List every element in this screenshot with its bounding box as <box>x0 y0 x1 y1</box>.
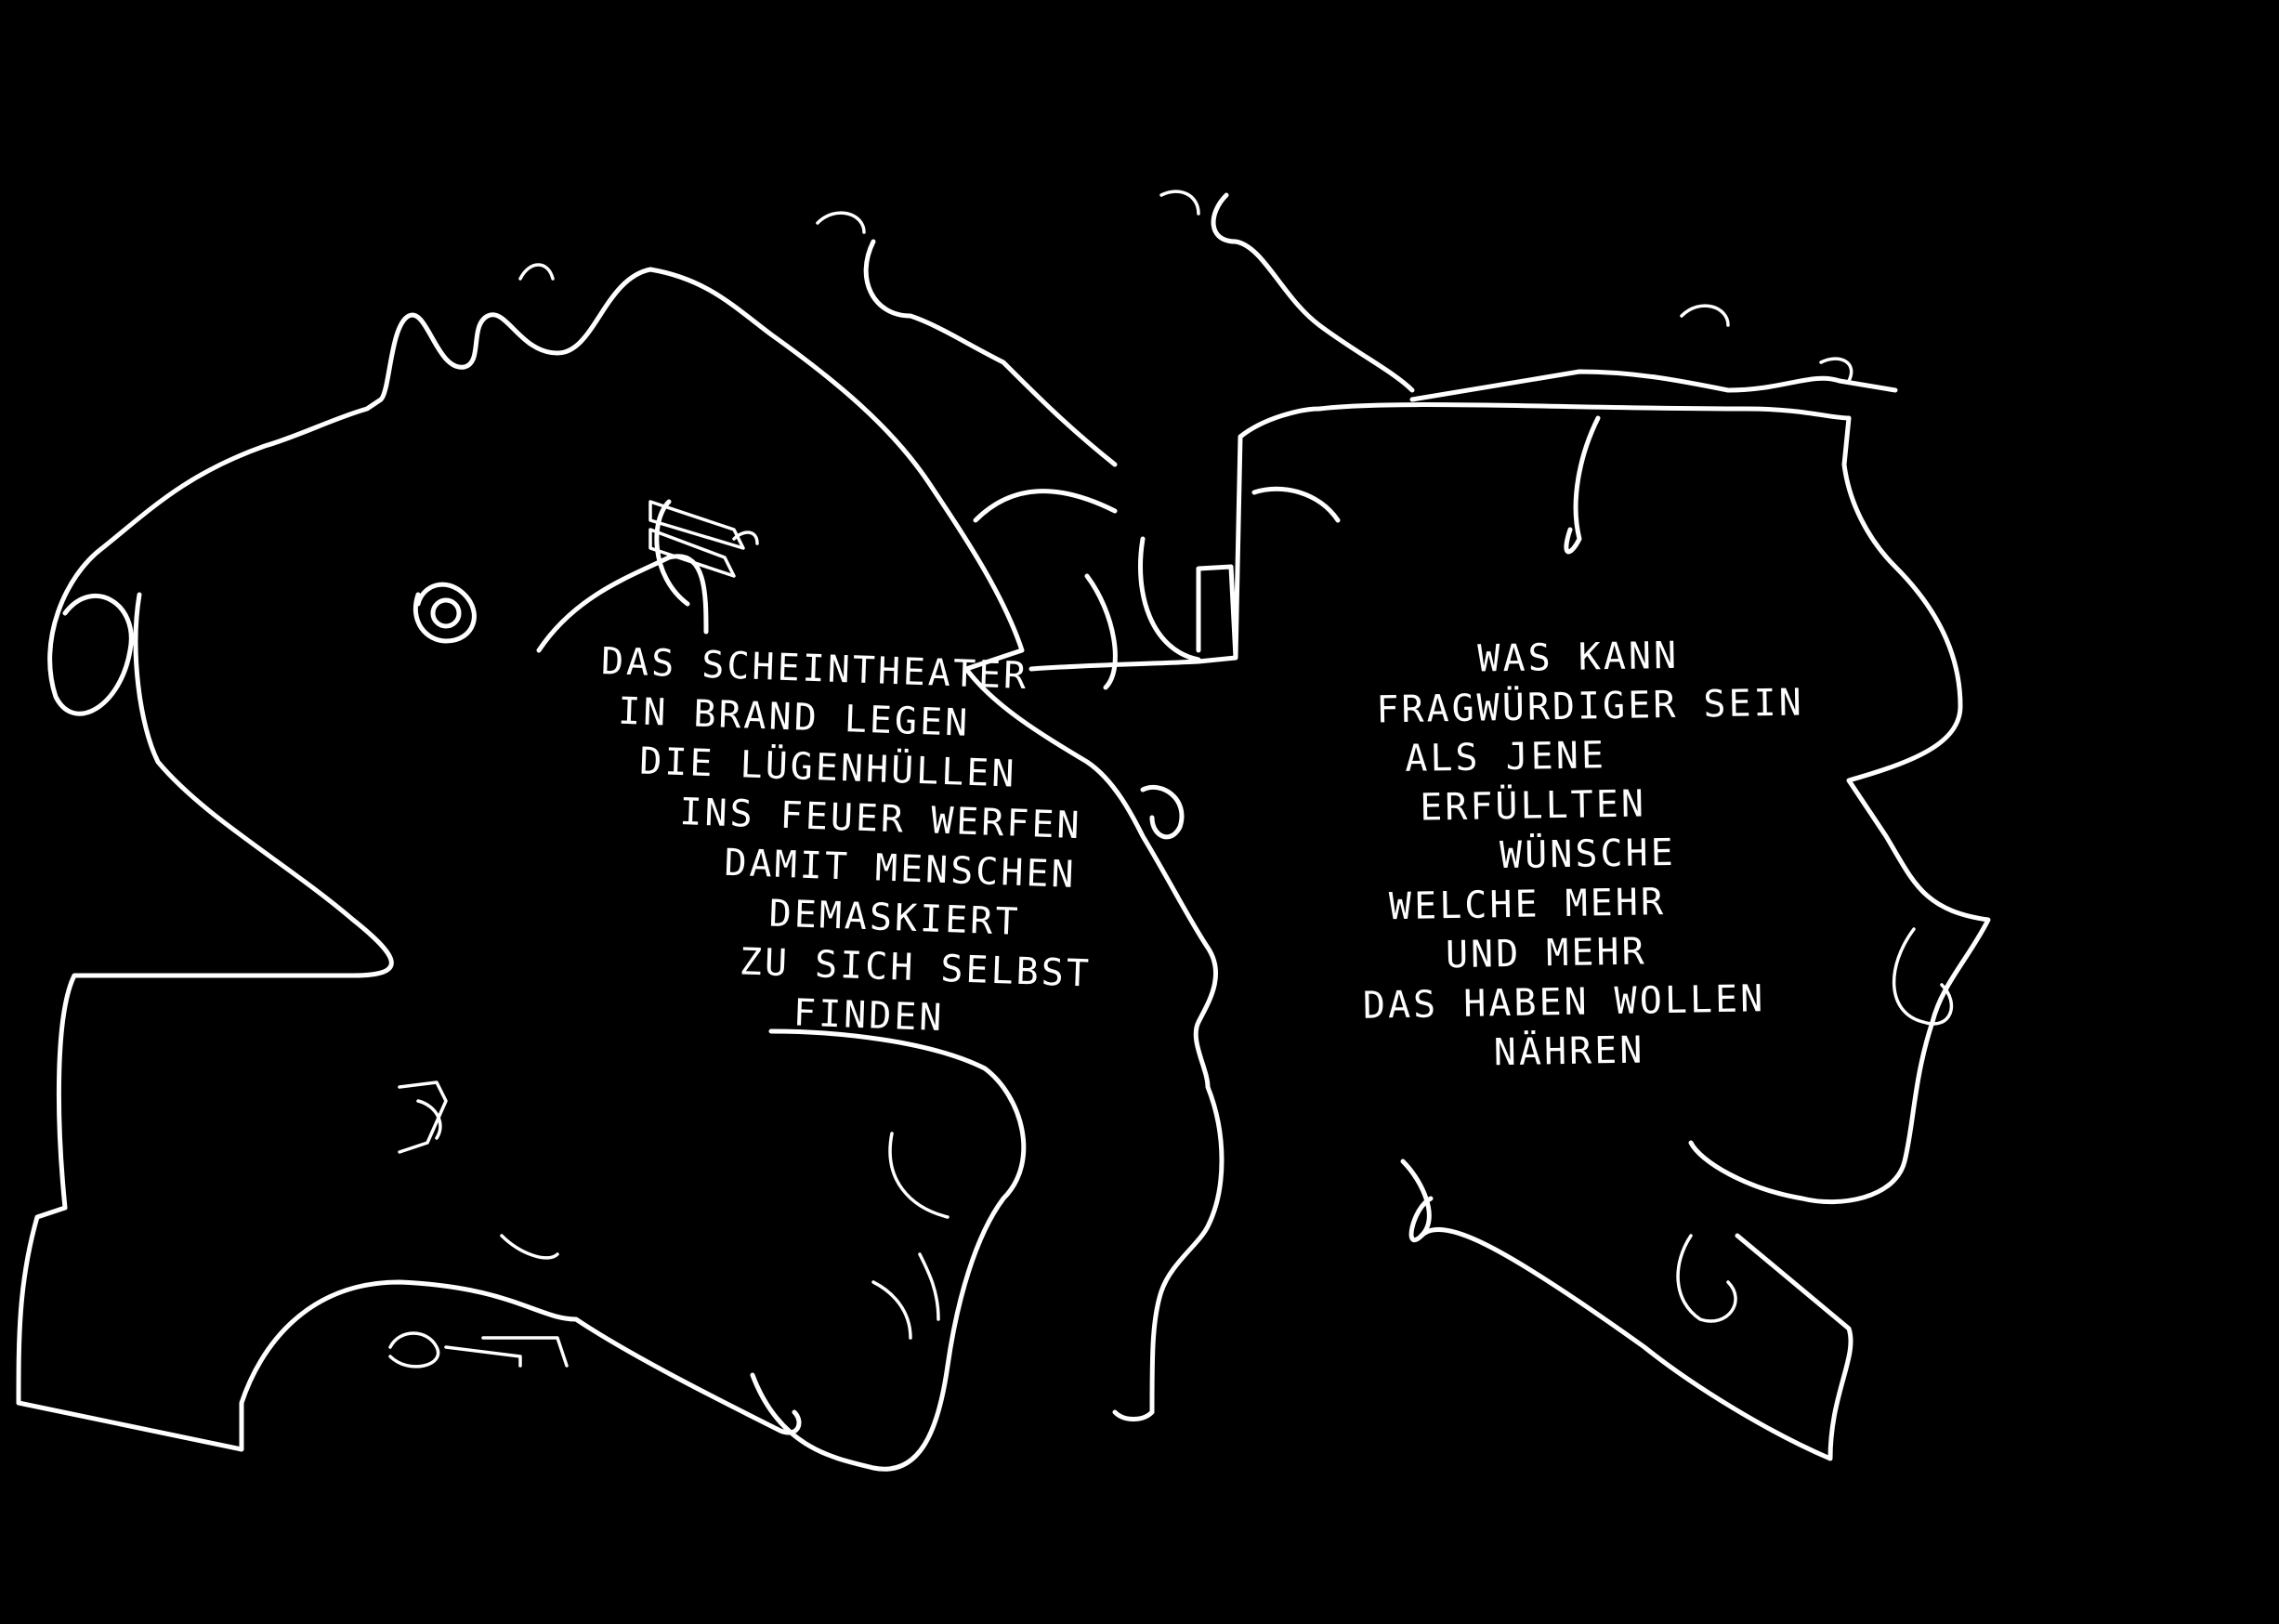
poem-right-line: nähren <box>1493 1028 1645 1075</box>
left-ornament-icon <box>648 500 759 578</box>
poem-right-line: erfüllten <box>1419 782 1647 830</box>
poem-right-line: das haben wollen <box>1362 977 1766 1028</box>
poem-right-line: Was kann <box>1477 634 1680 681</box>
left-connector-icon <box>536 499 709 653</box>
top-left-swirl-icon <box>863 239 1118 690</box>
bottom-middle-flourish-icon <box>871 1132 950 1340</box>
poem-right-line: und mehr <box>1445 930 1648 977</box>
poem-right-line: als jene <box>1404 734 1607 780</box>
poem-left: Das Scheintheater in Brand legen die Lüg… <box>588 637 1092 1046</box>
bottom-left-ornament-icon <box>398 1080 448 1154</box>
left-panel-divider-icon <box>648 267 1225 1421</box>
left-spiral-core-icon <box>430 597 462 629</box>
bottom-right-spiral-icon <box>1676 1234 1737 1323</box>
heart-flourish-icon <box>1138 486 1341 662</box>
right-panel-outline-icon <box>1028 402 1991 1461</box>
right-spiral-icon <box>1893 927 1953 1026</box>
top-right-swirl-icon <box>1211 192 1898 555</box>
bottom-left-cluster-icon <box>388 1234 569 1369</box>
top-flourish-icon <box>518 190 1853 383</box>
left-panel-outline-icon <box>16 267 1027 1472</box>
poem-right-line: Wünsche <box>1499 831 1677 878</box>
left-spiral-icon <box>413 582 477 644</box>
poem-right-line: fragwürdiger sein <box>1375 681 1805 732</box>
center-curl-icon <box>1140 784 1185 840</box>
poem-right-line: welche mehr <box>1388 881 1667 929</box>
poem-right: Was kann fragwürdiger sein als jene erfü… <box>1347 630 1805 1080</box>
lower-center-hook-icon <box>1400 1159 1434 1243</box>
